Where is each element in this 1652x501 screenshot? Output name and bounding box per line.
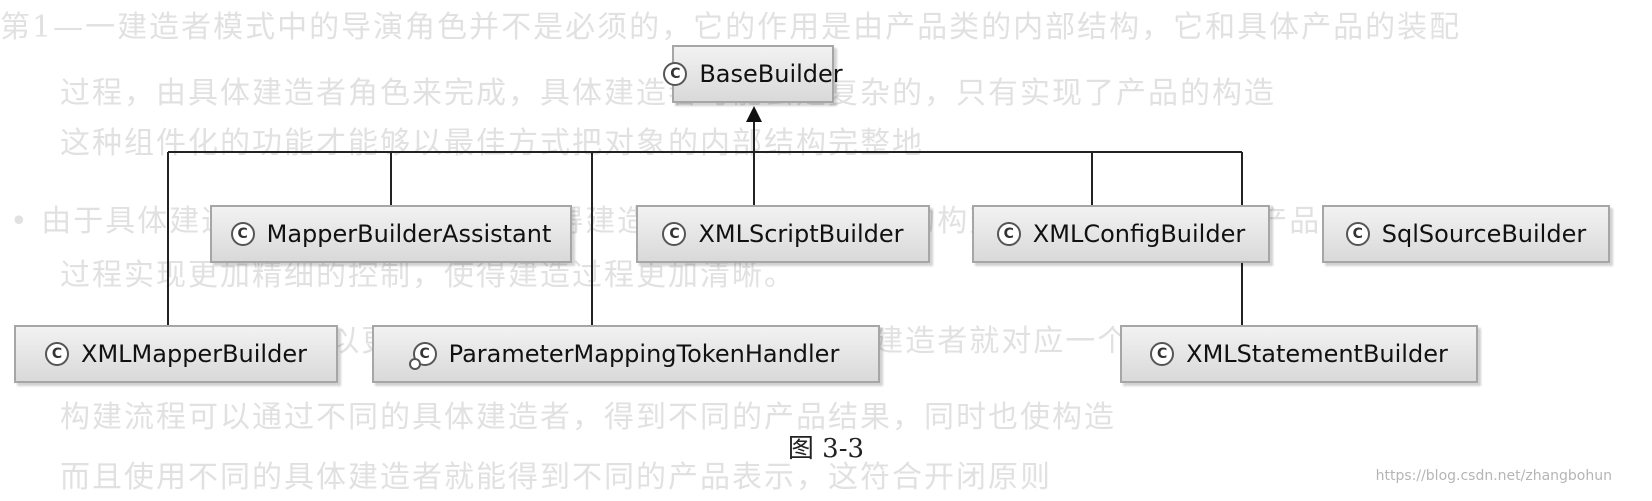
background-line: 这种组件化的功能才能够以最佳方式把对象的内部结构完整地 — [60, 126, 924, 161]
class-c-icon: C — [662, 222, 687, 246]
class-name: ParameterMappingTokenHandler — [448, 340, 840, 368]
class-box-basebuilder: C BaseBuilder — [663, 45, 843, 103]
watermark-url: https://blog.csdn.net/zhangbohun — [1375, 468, 1612, 484]
figure-caption: 图 3-3 — [787, 434, 865, 464]
class-box-parametermappingtokenhandler: C ParameterMappingTokenHandler — [372, 325, 880, 383]
class-box-xmlconfigbuilder: C XMLConfigBuilder — [972, 205, 1270, 263]
class-box-mapperbuilderassistant: C MapperBuilderAssistant — [210, 205, 572, 263]
class-name: XMLScriptBuilder — [698, 220, 904, 248]
class-c-icon: C — [996, 222, 1021, 246]
class-c-icon: C — [408, 342, 437, 370]
class-box-xmlmapperbuilder: C XMLMapperBuilder — [14, 325, 338, 383]
class-c-icon: C — [45, 342, 70, 366]
background-line: 第1—一建造者模式中的导演角色并不是必须的，它的作用是由产品类的内部结构，它和具… — [0, 10, 1462, 45]
class-name: BaseBuilder — [699, 60, 843, 88]
background-line: 而且使用不同的具体建造者就能得到不同的产品表示，这符合开闭原则 — [60, 460, 1052, 495]
class-name: SqlSourceBuilder — [1381, 220, 1587, 248]
class-name: MapperBuilderAssistant — [266, 220, 552, 248]
class-c-icon: C — [1345, 222, 1370, 246]
class-box-xmlscriptbuilder: C XMLScriptBuilder — [636, 205, 930, 263]
class-c-icon: C — [663, 62, 688, 86]
class-name: XMLStatementBuilder — [1186, 340, 1448, 368]
class-c-icon: C — [230, 222, 255, 246]
class-box-sqlsourcebuilder: C SqlSourceBuilder — [1322, 205, 1610, 263]
class-c-icon-letter: C — [419, 346, 430, 362]
class-c-icon: C — [1150, 342, 1175, 366]
inheritance-arrowhead — [746, 106, 762, 122]
class-name: XMLConfigBuilder — [1032, 220, 1246, 248]
class-name: XMLMapperBuilder — [81, 340, 307, 368]
background-line: 构建流程可以通过不同的具体建造者，得到不同的产品结果，同时也使构造 — [60, 400, 1116, 435]
inner-class-marker-icon — [408, 358, 421, 370]
background-line: 过程实现更加精细的控制，使得建造过程更加清晰。 — [60, 258, 796, 293]
class-box-xmlstatementbuilder: C XMLStatementBuilder — [1120, 325, 1478, 383]
